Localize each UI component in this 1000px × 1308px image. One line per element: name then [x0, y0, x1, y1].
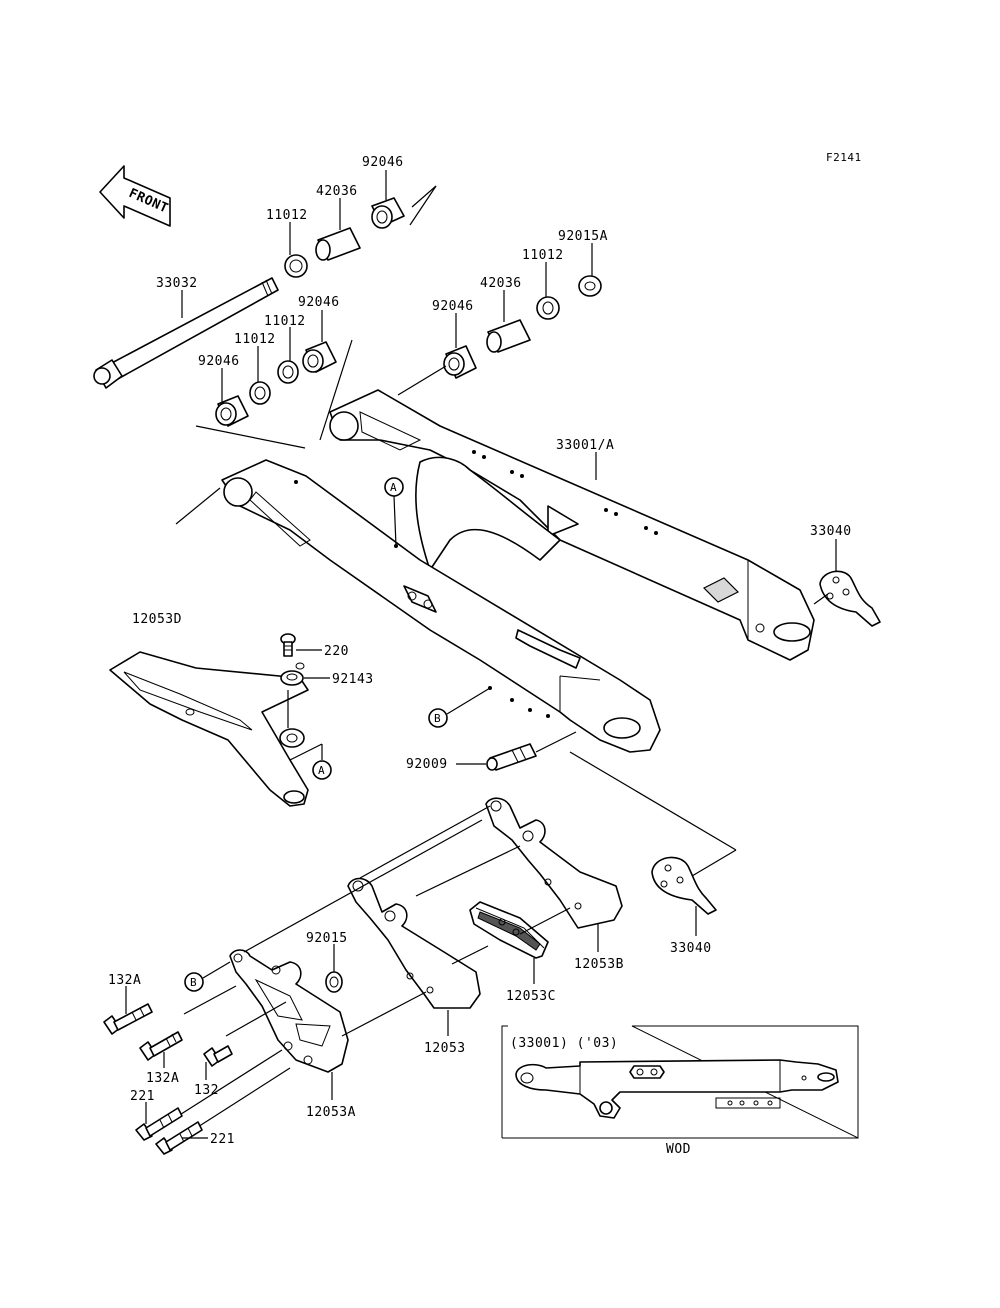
part-92009-stud	[486, 743, 537, 771]
part-12053B-plate	[485, 797, 623, 929]
part-11012-mid	[277, 360, 299, 384]
label-33040-top: 33040	[810, 524, 852, 539]
label-33032: 33032	[156, 276, 198, 291]
part-33040-bottom	[651, 856, 717, 915]
part-92046-right	[443, 345, 477, 379]
inset-33001-03: (33001) ('03) WOD	[501, 1025, 859, 1157]
part-92143-washer	[280, 670, 304, 686]
label-42036-top: 42036	[316, 184, 358, 199]
label-11012-mid: 11012	[264, 314, 306, 329]
label-11012-top: 11012	[266, 208, 308, 223]
label-33040-bottom: 33040	[670, 941, 712, 956]
part-33032-shaft	[93, 277, 279, 389]
part-221-screw-right	[155, 1121, 203, 1155]
swingarm-33001A	[221, 389, 815, 753]
label-11012-low: 11012	[234, 332, 276, 347]
label-12053: 12053	[424, 1041, 466, 1056]
svg-text:A: A	[318, 764, 325, 777]
part-11012-right	[536, 296, 560, 320]
callout-b-swingarm: B	[428, 687, 491, 728]
label-92015A: 92015A	[558, 229, 608, 244]
label-12053C: 12053C	[506, 989, 556, 1004]
part-92046-low	[215, 395, 249, 427]
callout-a-slider: A	[312, 760, 332, 780]
part-33040-top	[819, 570, 881, 627]
part-220-screw	[280, 633, 296, 657]
label-92015: 92015	[306, 931, 348, 946]
label-12053A: 12053A	[306, 1105, 356, 1120]
part-12053D-slider	[109, 651, 309, 807]
label-92046-top: 92046	[362, 155, 404, 170]
part-42036-top	[315, 227, 361, 261]
svg-text:A: A	[390, 481, 397, 494]
part-221-screw-left	[135, 1107, 183, 1141]
label-92046-right: 92046	[432, 299, 474, 314]
part-12053A-guide	[229, 949, 349, 1073]
front-arrow-icon: FRONT	[99, 165, 171, 227]
part-92015-nut	[325, 971, 343, 993]
part-132A-bolt-bottom	[139, 1031, 183, 1061]
part-92046-top	[371, 197, 405, 229]
part-42036-right	[486, 319, 531, 353]
figure-code: F2141	[826, 151, 862, 164]
label-92046-low: 92046	[198, 354, 240, 369]
part-132A-bolt-top	[103, 1003, 153, 1035]
label-42036-right: 42036	[480, 276, 522, 291]
svg-text:B: B	[434, 712, 441, 725]
inset-title: (33001) ('03)	[510, 1036, 618, 1051]
part-12053-plate	[347, 877, 481, 1009]
label-221-right: 221	[210, 1132, 235, 1147]
label-12053B: 12053B	[574, 957, 624, 972]
part-12053C-block	[469, 901, 549, 959]
label-92009: 92009	[406, 757, 448, 772]
label-220: 220	[324, 644, 349, 659]
label-132: 132	[194, 1083, 219, 1098]
label-92046-mid: 92046	[298, 295, 340, 310]
label-33001A: 33001/A	[556, 438, 614, 453]
label-11012-right: 11012	[522, 248, 564, 263]
part-92046-mid	[302, 341, 337, 373]
part-11012-low	[249, 381, 271, 405]
svg-text:B: B	[190, 976, 197, 989]
label-132A-bottom: 132A	[146, 1071, 179, 1086]
label-221-left: 221	[130, 1089, 155, 1104]
part-92015A	[578, 275, 602, 297]
part-132-bolt	[203, 1045, 233, 1067]
label-92143: 92143	[332, 672, 374, 687]
label-12053D: 12053D	[132, 612, 182, 627]
part-11012-top	[284, 254, 308, 278]
inset-caption: WOD	[666, 1142, 691, 1157]
callout-a-swingarm: A	[384, 477, 404, 547]
callout-b-guide: B	[184, 961, 231, 992]
label-132A-top: 132A	[108, 973, 141, 988]
